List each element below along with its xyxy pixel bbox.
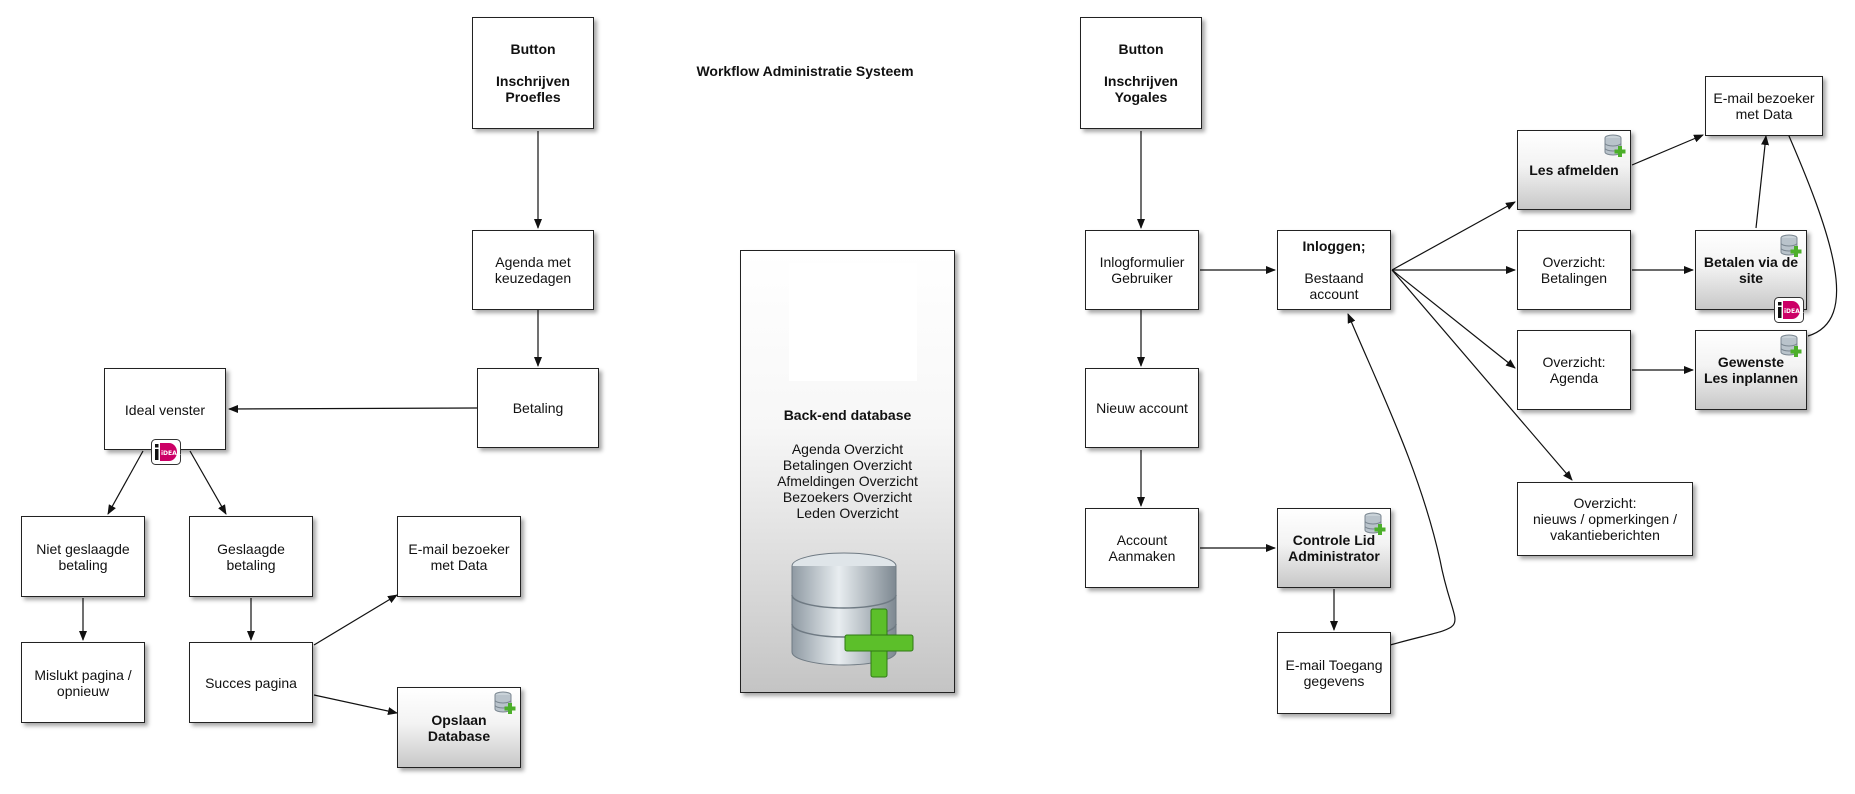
ideal-logo-icon: iDEAL <box>151 423 181 465</box>
node-label: Overzicht: Agenda <box>1542 354 1606 386</box>
node-email-toegang: E-mail Toegang gegevens <box>1277 632 1391 714</box>
node-niet-geslaagde-betaling: Niet geslaagde betaling <box>21 516 145 597</box>
node-label: Betalen via de site <box>1703 254 1799 286</box>
node-label: Geslaagde betaling <box>217 540 285 573</box>
arrow-betaling-ideal <box>228 404 478 413</box>
db-panel-card <box>789 263 917 381</box>
node-label: Les afmelden <box>1529 162 1619 178</box>
database-add-icon <box>1780 234 1802 257</box>
arrow-emailtoegang-inloggen <box>1347 313 1456 646</box>
node-account-aanmaken: Account Aanmaken <box>1085 508 1199 588</box>
box-title: Inloggen; <box>1302 238 1366 254</box>
node-label: Gewenste Les inplannen <box>1703 354 1799 386</box>
arrow-ideal-nietgeslaagd <box>107 450 144 515</box>
node-label: Opslaan Database <box>427 711 491 744</box>
node-label: E-mail bezoeker met Data <box>1713 90 1815 122</box>
node-label: E-mail Toegang gegevens <box>1285 657 1383 689</box>
box-subtitle: Inschrijven Proefles <box>496 73 570 105</box>
node-ideal-venster: Ideal venster iDEAL <box>104 368 226 465</box>
node-label: Succes pagina <box>205 674 297 691</box>
ideal-logo-icon: iDEAL <box>1774 281 1804 323</box>
node-nieuw-account: Nieuw account <box>1085 368 1199 448</box>
node-succes-pagina: Succes pagina <box>189 642 313 723</box>
arrow-inloggen-lesafmelden <box>1391 201 1516 271</box>
box-subtitle: Inschrijven Yogales <box>1104 73 1178 105</box>
diagram-title: Workflow Administratie Systeem <box>696 63 914 79</box>
box-subtitle: Bestaand account <box>1304 270 1364 302</box>
node-label: Account Aanmaken <box>1108 532 1176 564</box>
node-controle-lid: Controle Lid Administrator <box>1277 508 1391 588</box>
database-add-icon <box>1364 512 1386 535</box>
node-inloggen: Inloggen; Bestaand account <box>1277 230 1391 310</box>
db-line-leden: Leden Overzicht <box>796 505 899 521</box>
node-label: Niet geslaagde betaling <box>36 540 130 573</box>
box-title: Button <box>510 41 556 57</box>
node-label: Betaling <box>512 400 564 416</box>
arrow-lesafmelden-email <box>1631 134 1704 166</box>
node-opslaan-database: Opslaan Database <box>397 687 521 768</box>
arrow-gewenste-email <box>1781 119 1838 337</box>
backend-database-panel: Back-end database Agenda Overzicht Betal… <box>740 250 955 693</box>
db-line-afmeldingen: Afmeldingen Overzicht <box>777 473 918 489</box>
node-email-bezoeker-left: E-mail bezoeker met Data <box>397 516 521 597</box>
db-line-bezoekers: Bezoekers Overzicht <box>782 489 913 505</box>
node-overzicht-betalingen: Overzicht: Betalingen <box>1517 230 1631 310</box>
node-betalen-via-site: Betalen via de site iDEAL <box>1695 230 1807 323</box>
node-email-bezoeker-right: E-mail bezoeker met Data <box>1705 76 1823 136</box>
box-title: Button <box>1118 41 1164 57</box>
node-label: Inlogformulier Gebruiker <box>1099 254 1185 286</box>
node-label: Overzicht: nieuws / opmerkingen / vakant… <box>1533 495 1677 543</box>
ideal-badge-text: iDEAL <box>161 450 181 457</box>
node-overzicht-agenda: Overzicht: Agenda <box>1517 330 1631 410</box>
ideal-badge-text: iDEAL <box>1784 308 1804 315</box>
node-label: Controle Lid Administrator <box>1288 532 1380 564</box>
button-inschrijven-proefles: Button Inschrijven Proefles <box>472 17 594 129</box>
database-add-icon <box>1604 134 1626 157</box>
db-title: Back-end database <box>783 407 912 423</box>
node-agenda-keuzedagen: Agenda met keuzedagen <box>472 230 594 310</box>
node-label: Agenda met keuzedagen <box>494 254 572 286</box>
db-line-betalingen: Betalingen Overzicht <box>782 457 913 473</box>
node-les-afmelden: Les afmelden <box>1517 130 1631 210</box>
node-label: Mislukt pagina / opnieuw <box>34 666 132 699</box>
node-label: Nieuw account <box>1096 400 1188 416</box>
arrow-ideal-geslaagd <box>189 450 227 515</box>
node-inlogformulier: Inlogformulier Gebruiker <box>1085 230 1199 310</box>
arrow-succes-email <box>313 594 398 646</box>
arrow-inloggen-agenda <box>1391 269 1516 369</box>
node-label: E-mail bezoeker met Data <box>408 540 510 573</box>
db-overview-list: Agenda Overzicht Betalingen Overzicht Af… <box>741 441 954 521</box>
arrow-succes-opslaan <box>313 694 398 716</box>
arrow-inloggen-nieuws <box>1391 269 1573 481</box>
node-betaling: Betaling <box>477 368 599 448</box>
node-gewenste-les-inplannen: Gewenste Les inplannen <box>1695 330 1807 410</box>
database-add-icon <box>494 691 516 714</box>
button-inschrijven-yogales: Button Inschrijven Yogales <box>1080 17 1202 129</box>
database-add-icon <box>1780 334 1802 357</box>
arrow-betalen-email <box>1755 135 1770 229</box>
node-label: Ideal venster <box>124 402 206 418</box>
database-add-icon <box>791 552 914 678</box>
node-overzicht-nieuws: Overzicht: nieuws / opmerkingen / vakant… <box>1517 482 1693 556</box>
node-label: Overzicht: Betalingen <box>1540 254 1608 286</box>
db-line-agenda: Agenda Overzicht <box>791 441 904 457</box>
node-mislukt-pagina: Mislukt pagina / opnieuw <box>21 642 145 723</box>
node-geslaagde-betaling: Geslaagde betaling <box>189 516 313 597</box>
